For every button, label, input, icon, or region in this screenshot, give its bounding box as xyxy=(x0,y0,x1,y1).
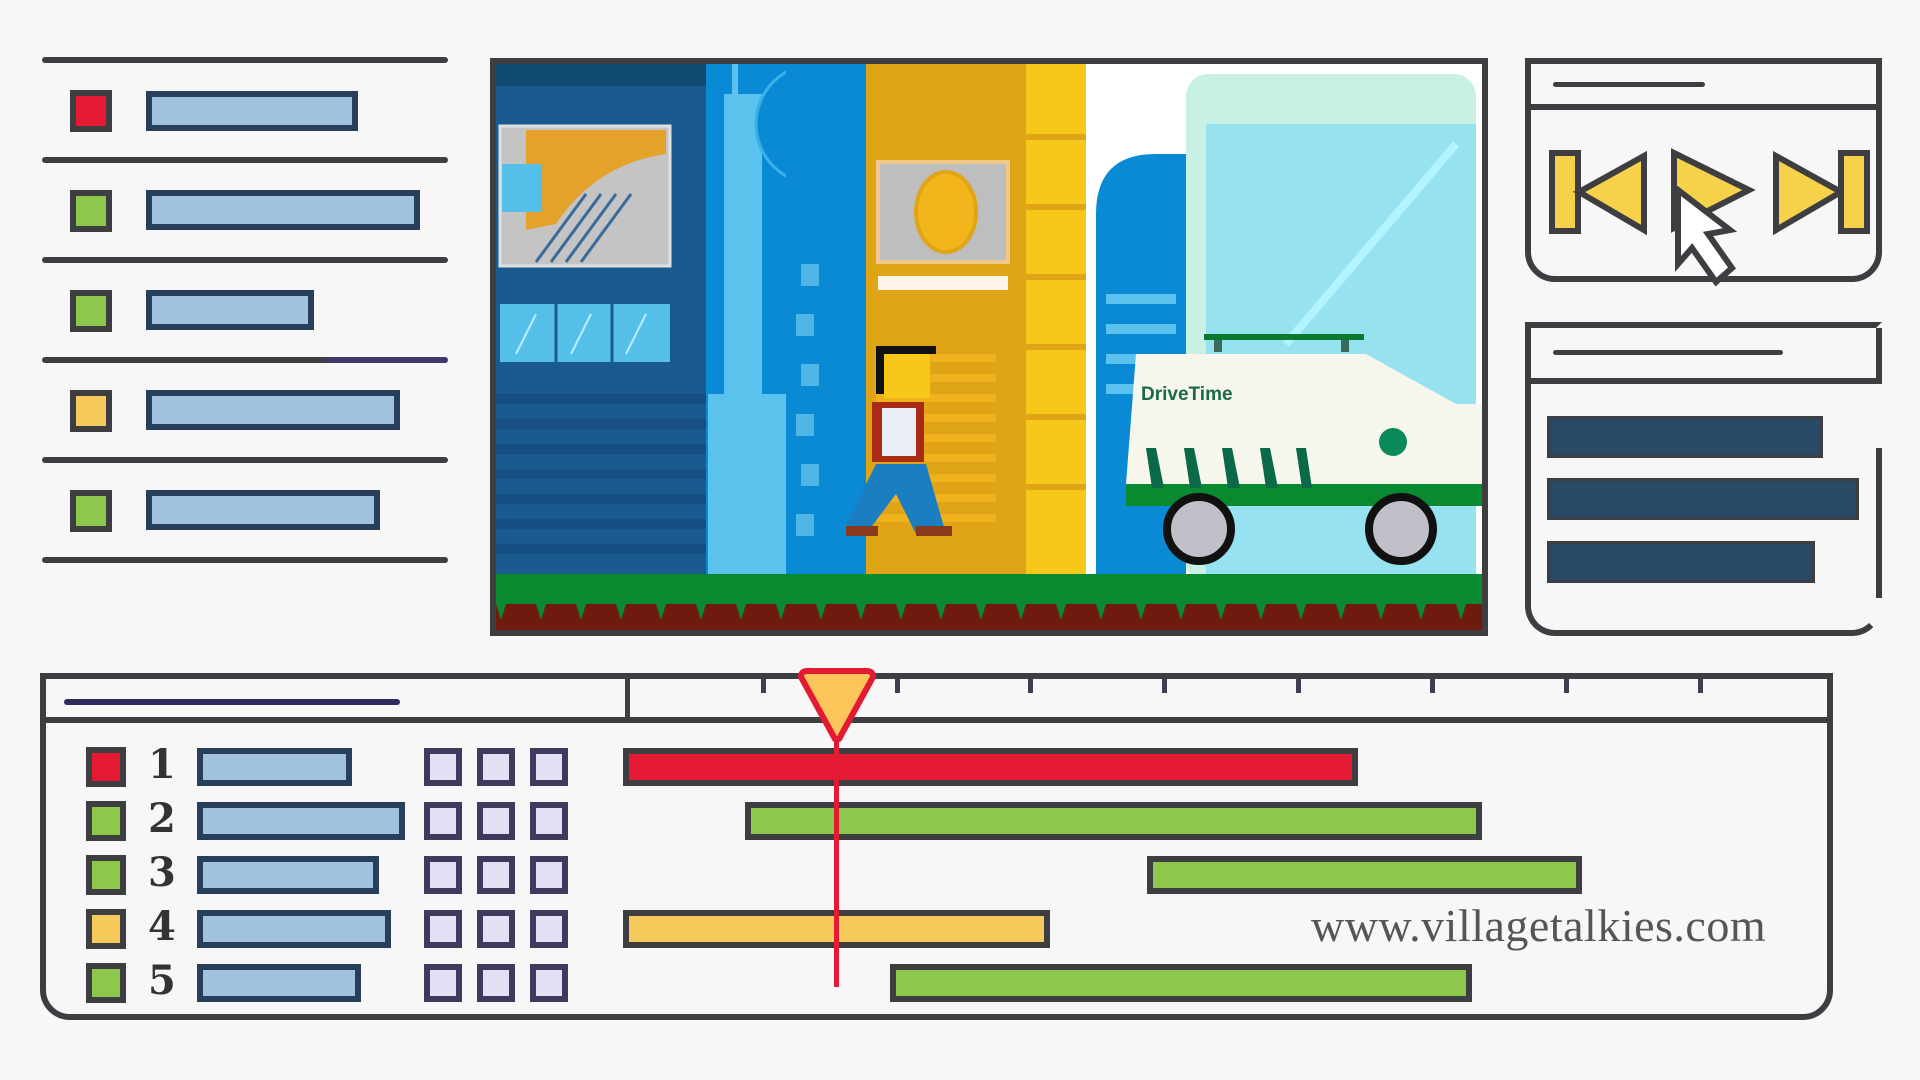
track-color-swatch xyxy=(86,963,126,1003)
ruler-tick xyxy=(895,679,900,693)
track-number: 3 xyxy=(148,849,176,896)
divider xyxy=(42,257,448,263)
ruler-tick xyxy=(761,679,766,693)
track-name-bar[interactable] xyxy=(197,910,391,948)
divider xyxy=(42,57,448,63)
track-toggle-visibility[interactable] xyxy=(424,964,462,1002)
timeline-title-line xyxy=(64,699,400,705)
van-brand-text: DriveTime xyxy=(1141,384,1233,405)
skip-forward-button[interactable] xyxy=(1771,148,1871,238)
playhead-line[interactable] xyxy=(834,719,839,987)
properties-panel xyxy=(1525,322,1882,636)
title-placeholder-line xyxy=(1553,82,1705,87)
title-placeholder-line xyxy=(1553,350,1783,355)
track-number: 4 xyxy=(148,903,176,950)
time-ruler[interactable] xyxy=(630,679,1827,717)
property-row-1[interactable] xyxy=(1547,416,1823,458)
color-swatch-green xyxy=(70,490,112,532)
track-toggle-mute[interactable] xyxy=(530,964,568,1002)
ruler-tick xyxy=(1028,679,1033,693)
skip-back-icon xyxy=(1549,150,1647,236)
divider xyxy=(42,357,448,363)
layer-name-bar[interactable] xyxy=(146,490,380,530)
track-toggle-lock[interactable] xyxy=(477,964,515,1002)
track-toggle-visibility[interactable] xyxy=(424,856,462,894)
track-toggle-lock[interactable] xyxy=(477,910,515,948)
properties-header xyxy=(1531,328,1882,384)
transport-header xyxy=(1531,64,1876,110)
track-number: 1 xyxy=(148,741,176,788)
track-toggle-visibility[interactable] xyxy=(424,802,462,840)
ruler-divider xyxy=(625,679,630,717)
layer-name-bar[interactable] xyxy=(146,190,420,230)
layer-name-bar[interactable] xyxy=(146,390,400,430)
track-name-bar[interactable] xyxy=(197,748,352,786)
property-row-2[interactable] xyxy=(1547,478,1859,520)
timeline-clip-1[interactable] xyxy=(623,748,1358,786)
track-color-swatch xyxy=(86,747,126,787)
ruler-tick xyxy=(1698,679,1703,693)
divider xyxy=(42,157,448,163)
track-color-swatch xyxy=(86,909,126,949)
track-toggle-lock[interactable] xyxy=(477,748,515,786)
watermark-text: www.villagetalkies.com xyxy=(1311,900,1767,951)
track-number: 5 xyxy=(148,957,176,1004)
track-toggle-mute[interactable] xyxy=(530,748,568,786)
color-swatch-yellow xyxy=(70,390,112,432)
skip-forward-icon xyxy=(1773,150,1870,236)
track-toggle-visibility[interactable] xyxy=(424,748,462,786)
track-toggle-mute[interactable] xyxy=(530,910,568,948)
track-toggle-visibility[interactable] xyxy=(424,910,462,948)
timeline-clip-5[interactable] xyxy=(890,964,1472,1002)
city-scene-illustration: DriveTime xyxy=(496,64,1482,630)
skip-back-button[interactable] xyxy=(1549,148,1649,238)
divider xyxy=(42,557,448,563)
track-name-bar[interactable] xyxy=(197,964,361,1002)
track-name-bar[interactable] xyxy=(197,856,379,894)
color-swatch-red xyxy=(70,90,112,132)
layer-name-bar[interactable] xyxy=(146,290,314,330)
track-toggle-lock[interactable] xyxy=(477,856,515,894)
color-swatch-green xyxy=(70,190,112,232)
timeline-panel: 1 2 3 4 5 xyxy=(40,668,1833,1020)
track-color-swatch xyxy=(86,855,126,895)
timeline-clip-2[interactable] xyxy=(745,802,1482,840)
track-name-bar[interactable] xyxy=(197,802,405,840)
ruler-tick xyxy=(1296,679,1301,693)
track-number: 2 xyxy=(148,795,176,842)
pointer-cursor-icon xyxy=(1675,186,1738,287)
color-swatch-green xyxy=(70,290,112,332)
track-toggle-mute[interactable] xyxy=(530,856,568,894)
property-row-3[interactable] xyxy=(1547,541,1815,583)
track-toggle-lock[interactable] xyxy=(477,802,515,840)
ruler-tick xyxy=(1430,679,1435,693)
ruler-tick xyxy=(1564,679,1569,693)
transport-panel xyxy=(1525,58,1882,282)
divider xyxy=(42,457,448,463)
playhead-handle-icon[interactable] xyxy=(795,667,879,745)
layer-name-bar[interactable] xyxy=(146,91,358,131)
timeline-header xyxy=(46,679,1827,723)
timeline-clip-3[interactable] xyxy=(1147,856,1582,894)
track-toggle-mute[interactable] xyxy=(530,802,568,840)
ruler-tick xyxy=(1162,679,1167,693)
panel-right-edge xyxy=(1876,448,1882,598)
track-color-swatch xyxy=(86,801,126,841)
video-preview[interactable]: DriveTime xyxy=(490,58,1488,636)
